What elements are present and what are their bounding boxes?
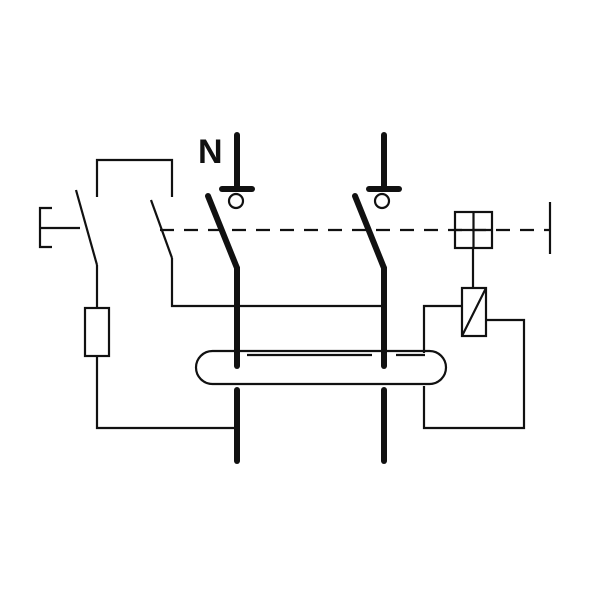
neutral-switch-blade xyxy=(205,193,240,271)
relay-wire-upper xyxy=(422,304,462,353)
phase-terminal-circle xyxy=(373,192,391,210)
toroidal-transformer xyxy=(194,349,448,386)
test-wire-to-phase xyxy=(170,258,384,308)
relay-coil xyxy=(460,286,488,338)
neutral-terminal-circle xyxy=(227,192,245,210)
neutral-pole xyxy=(205,132,255,464)
test-contact-left xyxy=(74,189,99,266)
test-resistor xyxy=(83,306,111,358)
test-contact-bracket xyxy=(95,158,174,197)
toroid-core xyxy=(194,349,448,386)
phase-pole xyxy=(352,132,402,464)
test-circuit xyxy=(38,158,384,430)
phase-switch-blade xyxy=(352,193,387,271)
test-button-symbol xyxy=(38,206,80,249)
relay-wire-lower xyxy=(422,318,526,430)
trip-relay-circuit xyxy=(422,210,526,430)
test-contact-right xyxy=(149,199,174,259)
test-wire-to-neutral xyxy=(95,356,237,430)
relay-coil-diagonal xyxy=(461,287,487,337)
neutral-label: N xyxy=(198,133,223,171)
